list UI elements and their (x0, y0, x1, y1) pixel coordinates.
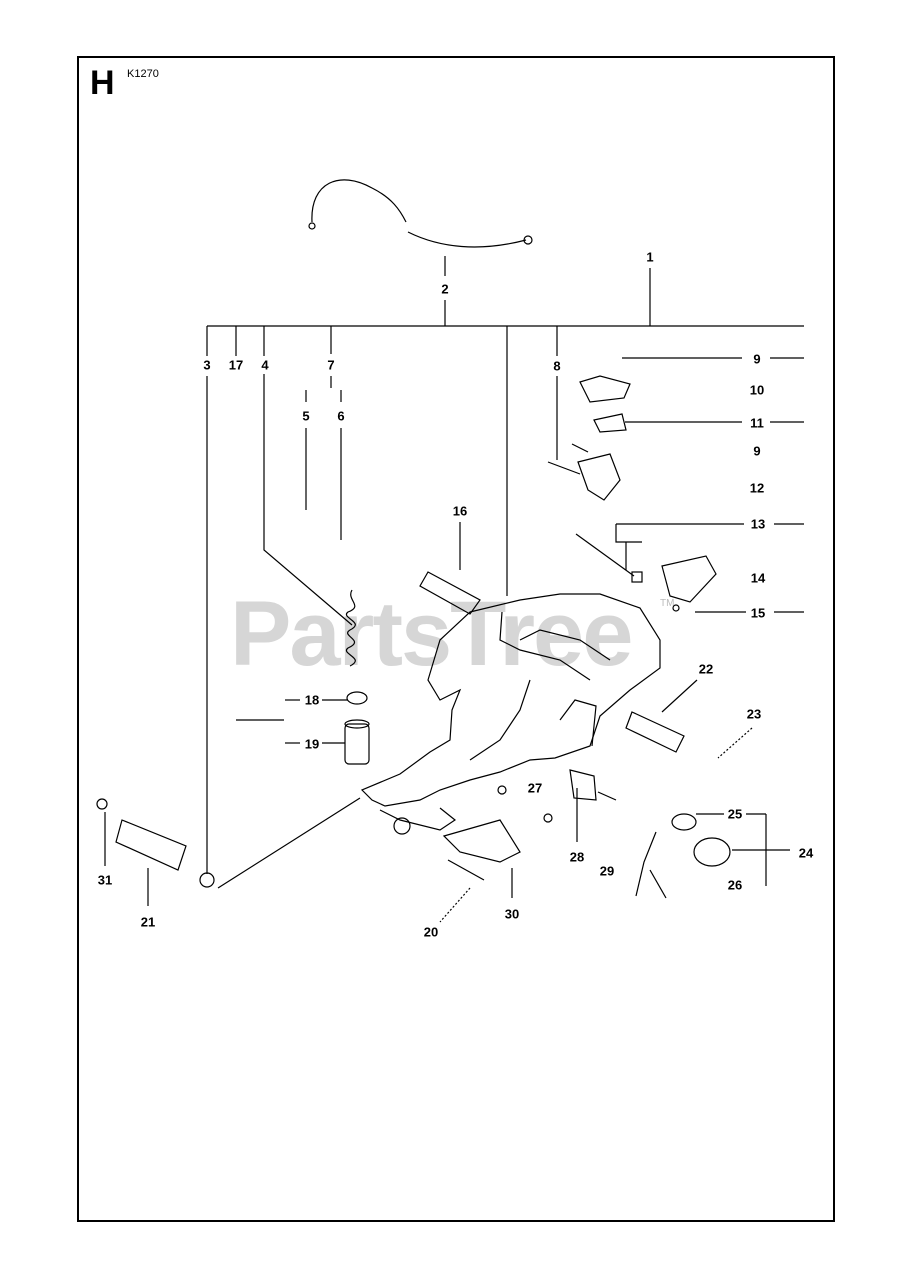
spring-assembly (344, 589, 370, 765)
callout-23[interactable]: 23 (746, 706, 762, 722)
handle-tank-body (360, 593, 661, 831)
callout-22[interactable]: 22 (698, 661, 714, 677)
lower-bracket (393, 769, 617, 881)
callout-2[interactable]: 2 (441, 281, 449, 297)
callout-15[interactable]: 15 (750, 605, 766, 621)
callout-30[interactable]: 30 (504, 906, 520, 922)
rubber-buffers (96, 571, 685, 888)
callout-7[interactable]: 7 (327, 357, 335, 373)
callout-20[interactable]: 20 (423, 924, 439, 940)
callout-18[interactable]: 18 (304, 692, 320, 708)
callout-1[interactable]: 1 (646, 249, 654, 265)
callout-5[interactable]: 5 (302, 408, 310, 424)
fuel-cap (635, 813, 731, 899)
section-letter: H (90, 64, 115, 102)
callout-13[interactable]: 13 (750, 516, 766, 532)
callout-10[interactable]: 10 (749, 382, 765, 398)
callout-29[interactable]: 29 (599, 863, 615, 879)
callout-9-lower[interactable]: 9 (753, 443, 761, 459)
callout-11[interactable]: 11 (750, 415, 764, 431)
callout-31[interactable]: 31 (97, 872, 113, 888)
callout-4[interactable]: 4 (261, 357, 269, 373)
callout-28[interactable]: 28 (569, 849, 585, 865)
callout-14[interactable]: 14 (750, 570, 766, 586)
callout-16[interactable]: 16 (452, 503, 468, 519)
watermark-tm: TM (660, 598, 675, 609)
callout-26[interactable]: 26 (727, 877, 743, 893)
diagram-frame (77, 56, 835, 1222)
callout-19[interactable]: 19 (304, 736, 320, 752)
callout-9-upper[interactable]: 9 (753, 351, 761, 367)
callout-25[interactable]: 25 (727, 806, 743, 822)
throttle-cable (308, 179, 533, 248)
callout-24[interactable]: 24 (798, 845, 814, 861)
callout-6[interactable]: 6 (337, 408, 345, 424)
callout-17[interactable]: 17 (228, 357, 244, 373)
callout-12[interactable]: 12 (749, 480, 765, 496)
callout-3[interactable]: 3 (203, 357, 211, 373)
callout-27[interactable]: 27 (527, 780, 543, 796)
callout-8[interactable]: 8 (553, 358, 561, 374)
leader-lines (104, 256, 804, 923)
model-code: K1270 (127, 68, 159, 80)
callout-21[interactable]: 21 (140, 914, 156, 930)
trigger-parts (547, 375, 717, 612)
